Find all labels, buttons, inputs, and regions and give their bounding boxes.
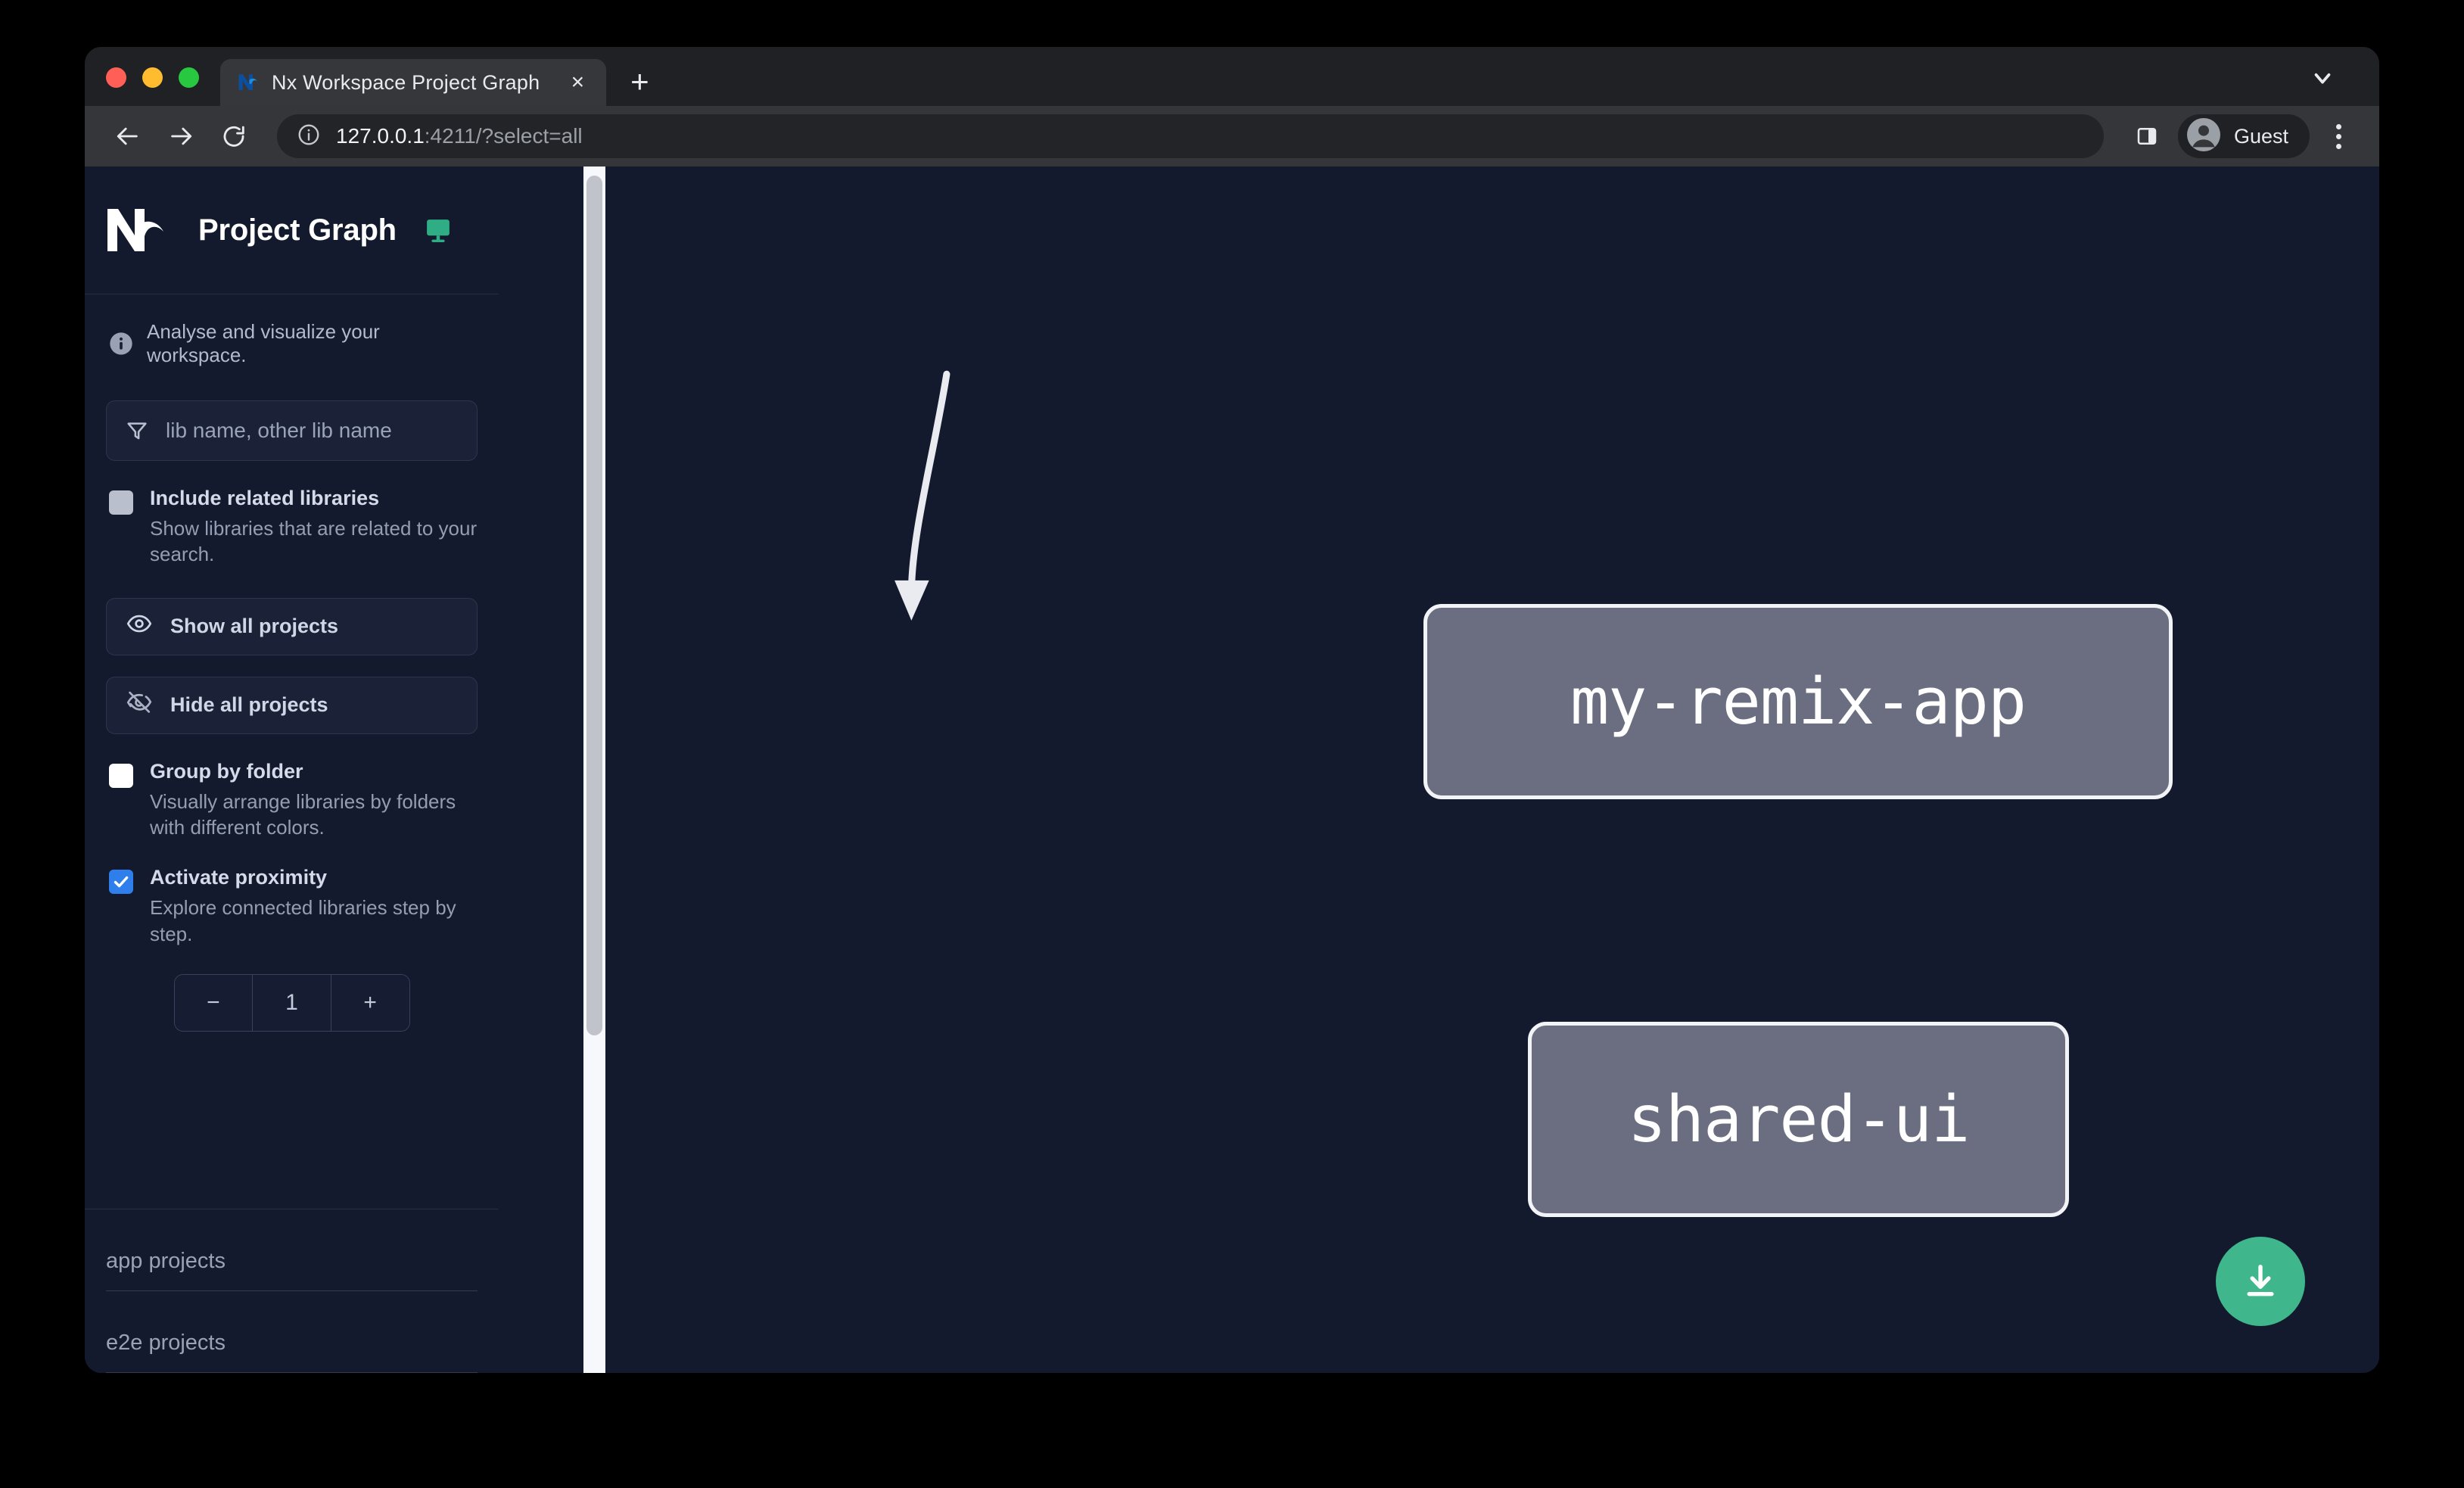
url-host: 127.0.0.1 bbox=[336, 124, 425, 148]
section-app-projects[interactable]: app projects bbox=[106, 1209, 478, 1291]
hide-all-projects-button[interactable]: Hide all projects bbox=[106, 676, 478, 734]
sidebar-header: Project Graph bbox=[85, 167, 499, 294]
account-circle-icon bbox=[2186, 117, 2222, 157]
site-info-icon[interactable] bbox=[297, 123, 321, 151]
filter-funnel-icon bbox=[125, 419, 149, 443]
sidebar-scrollbar-thumb[interactable] bbox=[586, 176, 602, 1035]
project-graph-canvas[interactable]: my-remix-app shared-ui bbox=[499, 167, 2379, 1373]
proximity-stepper[interactable]: − 1 + bbox=[173, 974, 410, 1032]
option-label: Include related libraries bbox=[150, 487, 380, 509]
profile-label: Guest bbox=[2233, 124, 2288, 148]
section-e2e-projects-title: e2e projects bbox=[106, 1331, 226, 1355]
tab-title: Nx Workspace Project Graph bbox=[272, 70, 540, 94]
option-text: Include related libraries Show libraries… bbox=[150, 487, 478, 568]
show-all-projects-label: Show all projects bbox=[170, 615, 339, 638]
divider bbox=[106, 1372, 478, 1373]
kebab-dot bbox=[2335, 133, 2341, 139]
option-label: Group by folder bbox=[150, 759, 303, 783]
side-panel-icon[interactable] bbox=[2123, 113, 2170, 160]
kebab-dot bbox=[2335, 123, 2341, 129]
graph-node-shared-ui[interactable]: shared-ui bbox=[1528, 1022, 2069, 1217]
option-label: Activate proximity bbox=[150, 866, 328, 889]
option-include-related-libraries[interactable]: Include related libraries Show libraries… bbox=[106, 487, 478, 568]
show-all-projects-button[interactable]: Show all projects bbox=[106, 597, 478, 655]
eye-off-icon bbox=[126, 690, 152, 721]
url-text: 127.0.0.1:4211/?select=all bbox=[336, 124, 583, 148]
graph-node-label: shared-ui bbox=[1627, 1082, 1971, 1157]
tab-strip: Nx Workspace Project Graph × + bbox=[85, 47, 2379, 106]
option-description: Show libraries that are related to your … bbox=[150, 517, 478, 566]
download-button[interactable] bbox=[2216, 1237, 2305, 1326]
reload-icon[interactable] bbox=[210, 113, 257, 160]
option-group-by-folder[interactable]: Group by folder Visually arrange librari… bbox=[106, 760, 478, 841]
sidebar: Project Graph bbox=[85, 167, 499, 1373]
proximity-value: 1 bbox=[252, 975, 331, 1032]
option-text: Group by folder Visually arrange librari… bbox=[150, 760, 478, 841]
section-app-projects-title: app projects bbox=[106, 1249, 226, 1273]
checkbox-include-related-libraries[interactable] bbox=[109, 490, 133, 515]
section-e2e-projects[interactable]: e2e projects bbox=[106, 1291, 478, 1373]
profile-button[interactable]: Guest bbox=[2177, 114, 2310, 158]
filter-input[interactable] bbox=[166, 419, 459, 443]
edge-my-remix-app-to-shared-ui bbox=[894, 370, 950, 621]
browser-toolbar: 127.0.0.1:4211/?select=all Guest bbox=[85, 106, 2379, 167]
browser-tab[interactable]: Nx Workspace Project Graph × bbox=[220, 59, 607, 106]
browser-window: Nx Workspace Project Graph × + bbox=[85, 47, 2379, 1373]
chevron-down-icon[interactable] bbox=[2305, 61, 2340, 95]
maximize-window-button[interactable] bbox=[179, 67, 199, 88]
new-tab-button[interactable]: + bbox=[630, 64, 649, 99]
proximity-decrement-button[interactable]: − bbox=[174, 975, 253, 1032]
minimize-window-button[interactable] bbox=[142, 67, 163, 88]
proximity-increment-button[interactable]: + bbox=[331, 975, 409, 1032]
option-description: Visually arrange libraries by folders wi… bbox=[150, 789, 456, 839]
monitor-icon[interactable] bbox=[424, 216, 453, 244]
info-circle-icon bbox=[109, 332, 133, 356]
tagline-row: Analyse and visualize your workspace. bbox=[85, 294, 499, 390]
divider bbox=[106, 1290, 478, 1291]
app-body: Project Graph bbox=[85, 167, 2379, 1373]
filter-search-box[interactable] bbox=[106, 400, 478, 461]
kebab-dot bbox=[2335, 143, 2341, 149]
back-arrow-icon[interactable] bbox=[104, 113, 151, 160]
eye-icon bbox=[126, 611, 152, 642]
window-controls bbox=[106, 67, 199, 106]
checkbox-group-by-folder[interactable] bbox=[109, 763, 133, 788]
tagline-text: Analyse and visualize your workspace. bbox=[147, 320, 380, 366]
sidebar-scroll-area: Include related libraries Show libraries… bbox=[85, 390, 499, 1174]
nx-logo bbox=[106, 207, 176, 253]
address-bar[interactable]: 127.0.0.1:4211/?select=all bbox=[277, 114, 2104, 158]
hide-all-projects-label: Hide all projects bbox=[170, 693, 328, 717]
kebab-menu-icon[interactable] bbox=[2317, 115, 2360, 157]
url-path: :4211/?select=all bbox=[424, 124, 583, 148]
graph-edges-layer bbox=[894, 370, 950, 621]
graph-node-label: my-remix-app bbox=[1570, 664, 2027, 739]
forward-arrow-icon[interactable] bbox=[157, 113, 204, 160]
page-title: Project Graph bbox=[198, 213, 397, 247]
graph-node-my-remix-app[interactable]: my-remix-app bbox=[1423, 604, 2173, 799]
option-activate-proximity[interactable]: Activate proximity Explore connected lib… bbox=[106, 866, 478, 947]
close-window-button[interactable] bbox=[106, 67, 126, 88]
checkbox-activate-proximity[interactable] bbox=[109, 870, 133, 895]
nx-favicon-icon bbox=[237, 71, 260, 94]
option-text: Activate proximity Explore connected lib… bbox=[150, 866, 478, 947]
option-description: Explore connected libraries step by step… bbox=[150, 896, 456, 945]
toolbar-right-actions: Guest bbox=[2123, 113, 2360, 160]
close-tab-button[interactable]: × bbox=[571, 70, 585, 95]
download-icon bbox=[2247, 1264, 2274, 1297]
